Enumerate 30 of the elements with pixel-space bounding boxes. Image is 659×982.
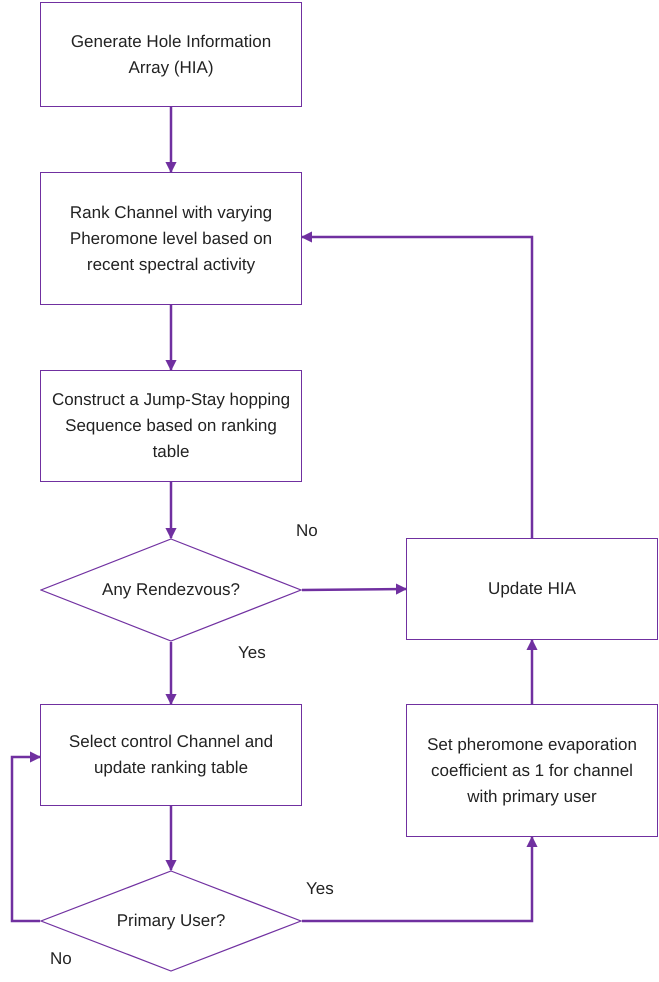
edge-label: Yes [238, 644, 266, 661]
node-text: Set pheromone evaporation coefficient as 1 for channel with primary user [426, 734, 638, 808]
process-box [406, 704, 658, 837]
arrow [302, 836, 538, 922]
node-text: Select control Channel and update ranking table [68, 731, 274, 779]
edge-label: No [296, 522, 318, 539]
arrow [300, 231, 534, 538]
decision-diamond [40, 538, 302, 642]
decision-diamond [40, 870, 302, 972]
arrow [165, 806, 177, 872]
node-text: Construct a Jump-Stay hopping Sequence based on ranking table [50, 389, 292, 463]
process-box [40, 370, 302, 482]
process-box [40, 704, 302, 806]
arrow [165, 305, 177, 372]
edge-label: No [50, 950, 72, 967]
node-text: Generate Hole Information Array (HIA) [70, 30, 272, 78]
arrow [302, 583, 408, 595]
arrow [526, 638, 538, 704]
edge-label: Yes [306, 880, 334, 897]
process-box [406, 538, 658, 640]
arrow [165, 642, 177, 706]
arrow [10, 751, 42, 922]
arrow [165, 482, 177, 540]
process-box [40, 2, 302, 107]
node-text: Primary User? [116, 910, 226, 932]
arrow [165, 107, 177, 174]
node-text: Any Rendezvous? [102, 579, 240, 601]
node-text: Update HIA [488, 578, 576, 600]
process-box [40, 172, 302, 305]
node-text: Rank Channel with varying Pheromone level based on recent spectral activity [68, 202, 274, 276]
